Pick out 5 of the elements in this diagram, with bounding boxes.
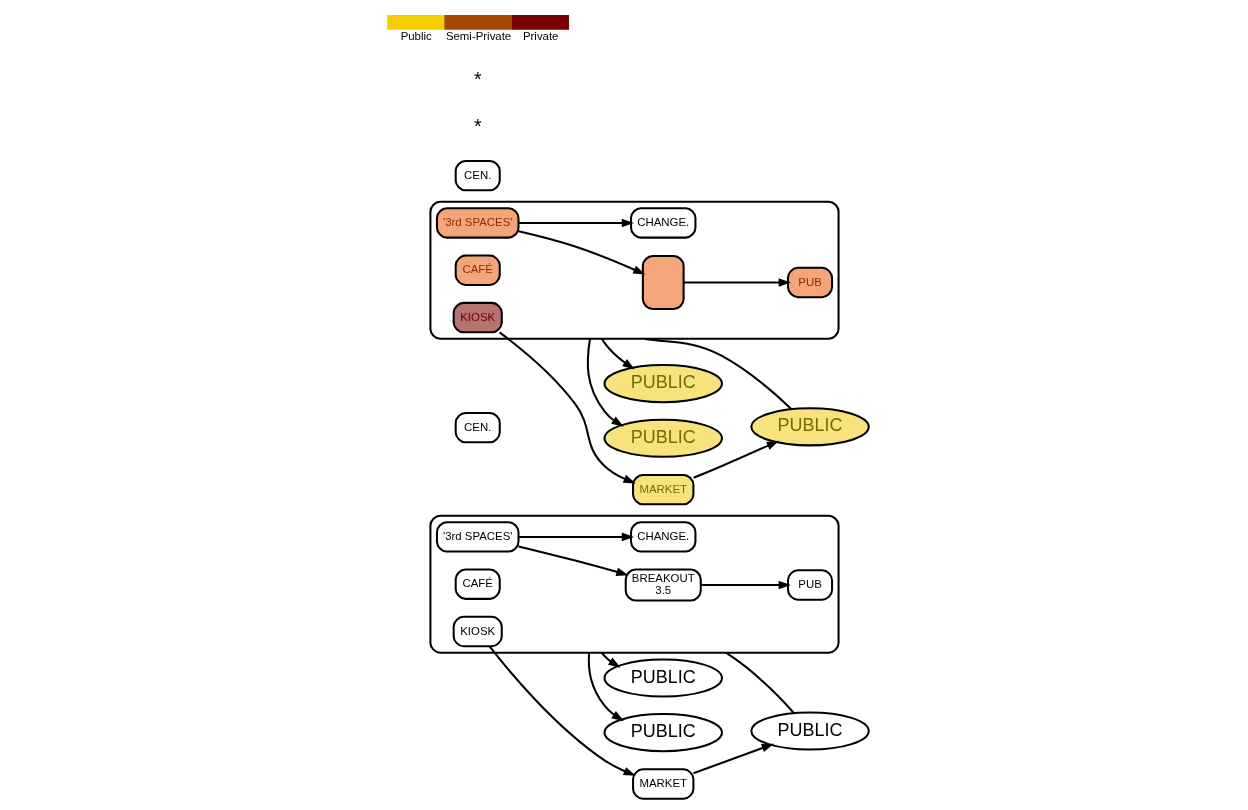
label: *: [473, 68, 482, 91]
legend-label: Public: [400, 30, 432, 43]
legend-label: Private: [522, 30, 558, 43]
legend-label: Semi-Private: [445, 30, 511, 43]
label: *: [473, 115, 482, 138]
